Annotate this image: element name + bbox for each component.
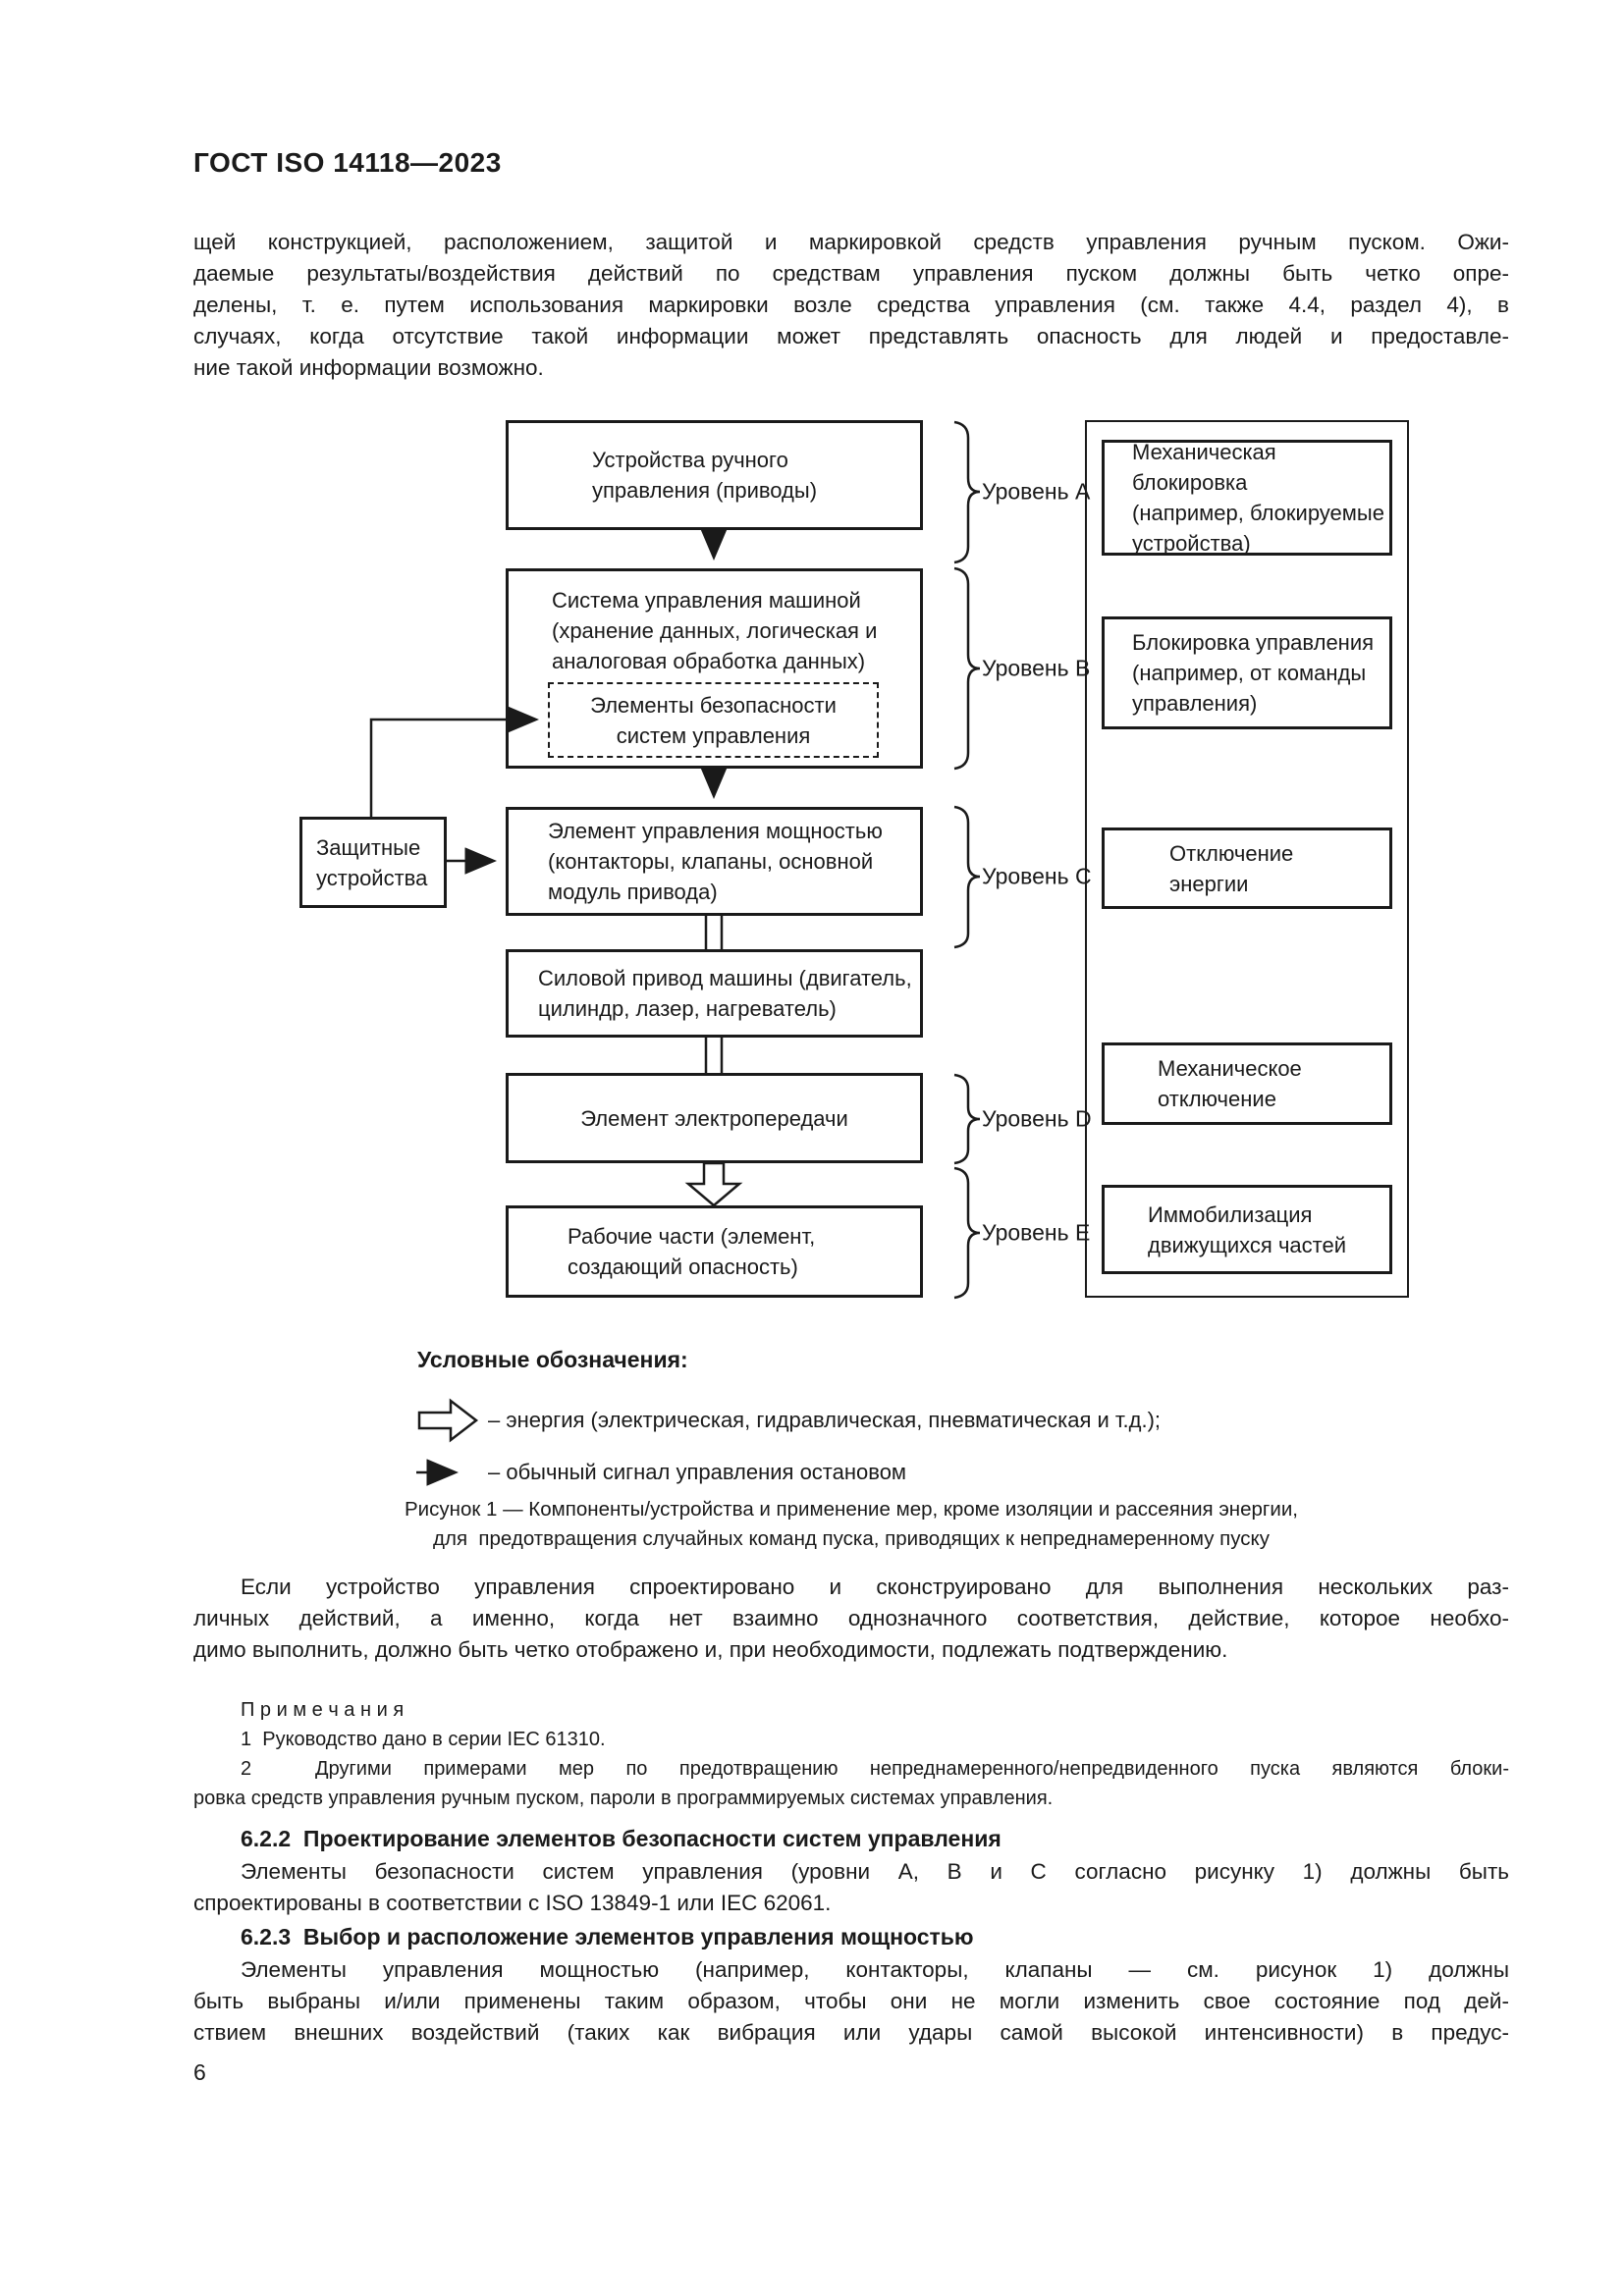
level-b-label: Уровень B	[982, 655, 1091, 681]
energy-arrow-hollow	[684, 1161, 743, 1207]
level-c-label: Уровень C	[982, 863, 1092, 889]
level-d-label: Уровень D	[982, 1105, 1092, 1132]
brace-level-e	[953, 1166, 981, 1300]
level-a-label: Уровень A	[982, 478, 1091, 505]
intro-line: щей конструкцией, расположением, защитой…	[193, 230, 1509, 254]
box-machine-power-drive: Силовой привод машины (двигатель, цилинд…	[506, 949, 923, 1038]
brace-level-b	[953, 566, 981, 771]
box-machine-control-system: Система управления машиной (хранение дан…	[506, 568, 923, 769]
box-transmission-element: Элемент электропередачи	[506, 1073, 923, 1163]
brace-level-d	[953, 1073, 981, 1165]
box-mechanical-lock: Механическая блокировка (например, блоки…	[1102, 440, 1392, 556]
measures-container-box	[1085, 420, 1409, 1298]
body-line: Элементы безопасности систем управления …	[241, 1859, 1509, 1884]
body-line: димо выполнить, должно быть четко отобра…	[193, 1637, 1228, 1662]
intro-line: даемые результаты/воздействия действий п…	[193, 261, 1509, 286]
legend-signal-label: – обычный сигнал управления остановом	[488, 1460, 907, 1484]
level-e-label: Уровень E	[982, 1219, 1091, 1246]
notes-title: П р и м е ч а н и я	[241, 1699, 405, 1721]
box-safety-elements-dashed: Элементы безопасности систем управления	[548, 682, 879, 758]
box-control-lock: Блокировка управления (например, от кома…	[1102, 616, 1392, 729]
note-1: 1 Руководство дано в серии IEC 61310.	[241, 1729, 606, 1750]
figure-caption: Рисунок 1 — Компоненты/устройства и прим…	[405, 1498, 1298, 1521]
box-manual-control-devices: Устройства ручного управления (приводы)	[506, 420, 923, 530]
box-protective-devices: Защитные устройства	[299, 817, 447, 908]
body-line: спроектированы в соответствии с ISO 1384…	[193, 1891, 832, 1915]
legend-title: Условные обозначения:	[417, 1347, 688, 1372]
body-line: быть выбраны и/или применены таким образ…	[193, 1989, 1509, 2013]
page-header: ГОСТ ISO 14118—2023	[193, 147, 502, 178]
box-immobilization: Иммобилизация движущихся частей	[1102, 1185, 1392, 1274]
box-mechanical-disconnection: Механическое отключение	[1102, 1042, 1392, 1125]
energy-arrow-icon	[417, 1398, 479, 1443]
note-2-line: 2 Другими примерами мер по предотвращени…	[241, 1758, 1509, 1780]
body-line: Элементы управления мощностью (например,…	[241, 1957, 1509, 1982]
body-line: Если устройство управления спроектирован…	[241, 1575, 1509, 1599]
body-line: личных действий, а именно, когда нет вза…	[193, 1606, 1509, 1630]
heading-6-2-3: 6.2.3 Выбор и расположение элементов упр…	[241, 1924, 974, 1949]
box-energy-disconnection: Отключение энергии	[1102, 828, 1392, 909]
intro-line: делены, т. е. путем использования маркир…	[193, 293, 1509, 317]
figure-caption: для предотвращения случайных команд пуск…	[433, 1527, 1270, 1550]
box-working-parts: Рабочие части (элемент, создающий опасно…	[506, 1205, 923, 1298]
note-2-line: ровка средств управления ручным пуском, …	[193, 1788, 1054, 1809]
intro-line: ние такой информации возможно.	[193, 355, 544, 380]
body-line: ствием внешних воздействий (таких как ви…	[193, 2020, 1509, 2045]
legend-energy-label: – энергия (электрическая, гидравлическая…	[488, 1408, 1162, 1432]
brace-level-c	[953, 805, 981, 949]
intro-line: случаях, когда отсутствие такой информац…	[193, 324, 1509, 348]
heading-6-2-2: 6.2.2 Проектирование элементов безопасно…	[241, 1826, 1001, 1851]
page-number: 6	[193, 2059, 206, 2085]
brace-level-a	[953, 420, 981, 564]
box-power-control-element: Элемент управления мощностью (контакторы…	[506, 807, 923, 916]
